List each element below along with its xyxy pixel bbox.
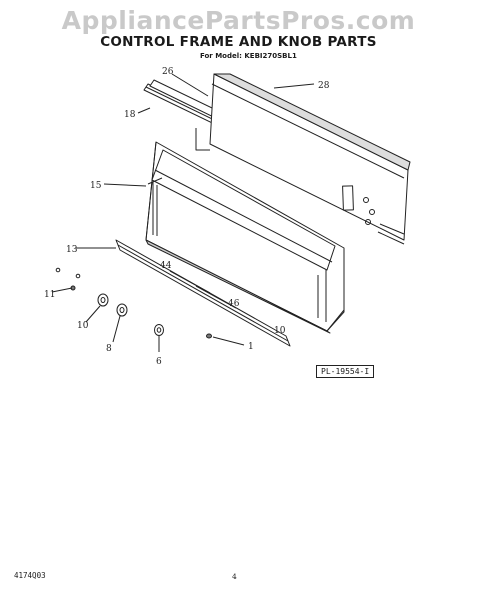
callout-13: 13 — [66, 245, 78, 255]
part-11-clips — [51, 267, 81, 293]
callout-28: 28 — [318, 81, 330, 91]
part-6-knob — [154, 324, 164, 352]
callout-26: 26 — [162, 67, 174, 77]
reference-code-box: PL-19554-I — [316, 365, 375, 378]
svg-text:10: 10 — [274, 326, 286, 336]
part-15-control-frame — [145, 141, 345, 334]
callout-6: 6 — [156, 357, 162, 367]
callout-11: 11 — [44, 290, 55, 300]
diagram-title: CONTROL FRAME AND KNOB PARTS — [100, 34, 377, 50]
callout-18: 18 — [124, 110, 136, 120]
callout-1: 1 — [248, 342, 254, 352]
callout-10: 10 — [77, 321, 89, 331]
part-1-screw — [206, 333, 245, 346]
callout-15: 15 — [90, 181, 102, 191]
part-13-trim-strip: 44 46 10 — [115, 239, 291, 347]
callout-8: 8 — [106, 344, 112, 354]
model-subtitle: For Model: KEBI270SBL1 — [200, 52, 297, 60]
part-10-knob — [85, 293, 109, 323]
part-28-panel — [195, 73, 411, 245]
footer-doc-number: 4174Q03 — [14, 571, 46, 580]
footer-page-number: 4 — [232, 572, 237, 581]
watermark: AppliancePartsPros.com — [61, 6, 416, 35]
part-8-knob — [112, 303, 128, 343]
svg-text:46: 46 — [228, 299, 240, 309]
svg-text:44: 44 — [160, 261, 172, 271]
